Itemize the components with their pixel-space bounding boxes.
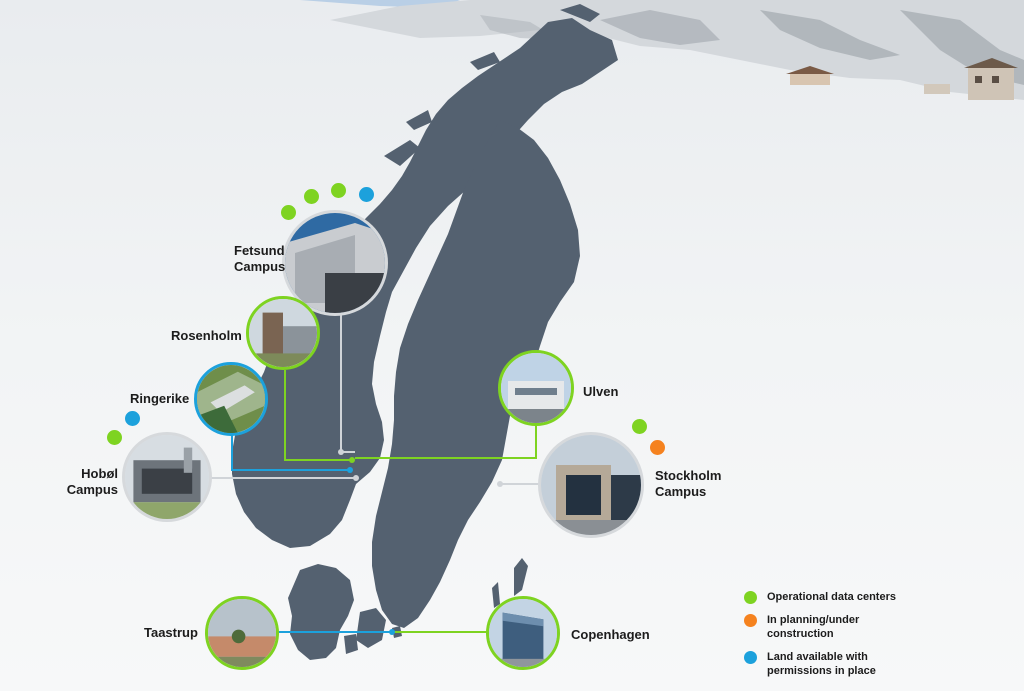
legend-label-planning: In planning/under construction [767,614,860,640]
copenhagen-label: Copenhagen [571,627,650,642]
legend-item-land: Land available with permissions in place [744,650,917,678]
denmark [288,564,354,660]
copenhagen-photo[interactable] [486,596,560,670]
legend: Operational data centers In planning/und… [744,590,917,687]
fetsund-campus-photo[interactable] [282,210,388,316]
status-dot-operational [281,205,296,220]
status-dot-operational [632,419,647,434]
status-dot-land [359,187,374,202]
ringerike-label: Ringerike [130,391,190,406]
ringerike-photo[interactable] [194,362,268,436]
hobol-campus-label: Hobøl Campus [66,466,118,497]
legend-item-operational: Operational data centers [744,590,917,604]
legend-dot-operational [744,591,757,604]
house [924,84,950,94]
stockholm-campus-photo[interactable] [538,432,644,538]
legend-dot-land [744,651,757,664]
hobol-campus-photo[interactable] [122,432,212,522]
taastrup-label: Taastrup [144,625,198,640]
status-dot-operational [331,183,346,198]
norway [232,18,618,548]
map-markers [338,449,503,635]
house [790,73,830,85]
status-dot-planning [650,440,665,455]
gotland [514,558,528,596]
legend-item-planning: In planning/under construction [744,613,917,641]
rosenholm-label: Rosenholm [171,328,242,343]
rosenholm-photo[interactable] [246,296,320,370]
status-dot-operational [304,189,319,204]
legend-dot-planning [744,614,757,627]
fetsund-campus-label: Fetsund Campus [234,243,286,274]
stockholm-campus-label: Stockholm Campus [655,468,722,499]
status-dot-land [125,411,140,426]
house [968,66,1014,100]
ulven-photo[interactable] [498,350,574,426]
taastrup-photo[interactable] [205,596,279,670]
ulven-label: Ulven [583,384,619,399]
legend-label-land: Land available with permissions in place [767,651,876,677]
status-dot-operational [107,430,122,445]
legend-label-operational: Operational data centers [767,591,896,603]
sweden [372,120,580,628]
